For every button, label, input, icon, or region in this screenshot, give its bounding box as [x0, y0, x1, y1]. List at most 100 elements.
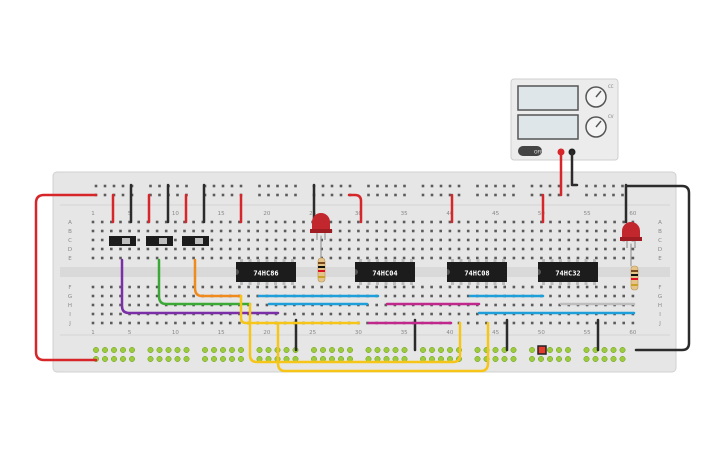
rail-hole	[476, 184, 479, 188]
yellow-wire-2[interactable]	[248, 302, 462, 364]
hole	[439, 220, 442, 224]
hole	[494, 303, 497, 307]
resistor-1[interactable]	[317, 257, 326, 283]
yellow-wire-1[interactable]	[239, 294, 361, 325]
hole	[247, 247, 250, 251]
led-2[interactable]	[620, 222, 642, 248]
hole	[228, 247, 232, 251]
hole	[503, 256, 506, 260]
rail-hole	[385, 193, 388, 197]
power-button[interactable]	[518, 146, 542, 156]
hole	[384, 303, 388, 307]
rail-hole	[394, 184, 397, 188]
hole	[265, 238, 269, 242]
rail-hole	[158, 184, 161, 188]
column-number: 30	[355, 211, 362, 217]
hole	[347, 238, 351, 242]
hole	[512, 247, 516, 251]
resistor-2[interactable]	[630, 265, 639, 291]
right-ground-loop-wire[interactable]	[624, 184, 691, 352]
hole	[521, 303, 525, 307]
chip-pin	[359, 282, 362, 285]
hole	[485, 229, 488, 233]
power-supply[interactable]: CC CV OFF	[510, 78, 619, 161]
hole	[128, 247, 131, 251]
column-number: 20	[263, 330, 270, 336]
rail-hole	[129, 356, 135, 362]
hole	[567, 285, 571, 289]
hole	[293, 247, 296, 251]
chip-pin	[542, 282, 545, 285]
hole	[411, 247, 415, 251]
yellow-wire-3[interactable]	[276, 321, 490, 373]
rail-hole	[448, 184, 452, 188]
chip-pin	[257, 259, 260, 262]
hole	[366, 285, 369, 289]
rail-hole	[548, 193, 552, 197]
hole	[311, 312, 314, 316]
purple-wire[interactable]	[120, 258, 280, 315]
hole	[393, 285, 397, 289]
hole	[549, 256, 552, 260]
hole	[466, 294, 470, 298]
led-1[interactable]	[310, 213, 332, 240]
left-power-loop-wire[interactable]	[34, 193, 98, 362]
rail-hole	[394, 193, 397, 197]
hole	[576, 247, 580, 251]
hole	[448, 220, 452, 224]
hole	[384, 220, 388, 224]
rail-hole	[474, 356, 481, 362]
hole	[283, 256, 287, 260]
rail-hole	[392, 347, 399, 353]
hole	[119, 256, 122, 260]
hole	[137, 220, 140, 224]
hole	[338, 247, 342, 251]
hole	[613, 229, 616, 233]
hole	[320, 285, 323, 289]
chip-label: 74HC32	[555, 270, 580, 278]
hole	[494, 285, 497, 289]
hole	[256, 285, 259, 289]
column-number: 35	[401, 330, 408, 336]
rail-hole	[267, 184, 270, 188]
hole	[567, 247, 571, 251]
hole	[521, 285, 525, 289]
green-wire[interactable]	[157, 258, 252, 306]
ic-chip-2[interactable]: 74HC04	[355, 259, 415, 285]
chip-pin	[291, 282, 294, 285]
ic-chip-4[interactable]: 74HC32	[538, 259, 598, 285]
hole	[366, 238, 369, 242]
rail-hole	[557, 184, 561, 188]
rail-hole	[612, 184, 615, 188]
hole	[219, 238, 223, 242]
hole	[320, 312, 323, 316]
hole	[576, 238, 580, 242]
rail-hole	[285, 184, 288, 188]
hole	[576, 294, 580, 298]
hole	[265, 256, 269, 260]
column-number: 45	[492, 330, 499, 336]
hole	[146, 321, 150, 325]
hole	[375, 238, 378, 242]
slide-switch-3[interactable]	[182, 236, 209, 246]
hole	[530, 220, 534, 224]
chip-notch	[355, 269, 358, 275]
rail-hole	[276, 193, 279, 197]
chip-pin	[493, 282, 497, 285]
hole	[457, 220, 461, 224]
rail-hole	[121, 184, 125, 188]
red-jumper-5[interactable]	[347, 193, 363, 224]
hole	[357, 229, 360, 233]
rail-hole	[129, 347, 135, 353]
ic-chip-3[interactable]: 74HC08	[447, 259, 507, 285]
hole	[174, 220, 177, 224]
slide-switch-1[interactable]	[109, 236, 136, 246]
orange-wire[interactable]	[193, 258, 243, 298]
rail-hole	[112, 184, 116, 188]
ic-chip-1[interactable]: 74HC86	[236, 259, 296, 285]
hole	[485, 220, 488, 224]
slide-switch-2[interactable]	[146, 236, 173, 246]
rail-hole	[111, 347, 117, 353]
supply-negative-wire[interactable]	[570, 150, 579, 187]
hole	[466, 321, 470, 325]
